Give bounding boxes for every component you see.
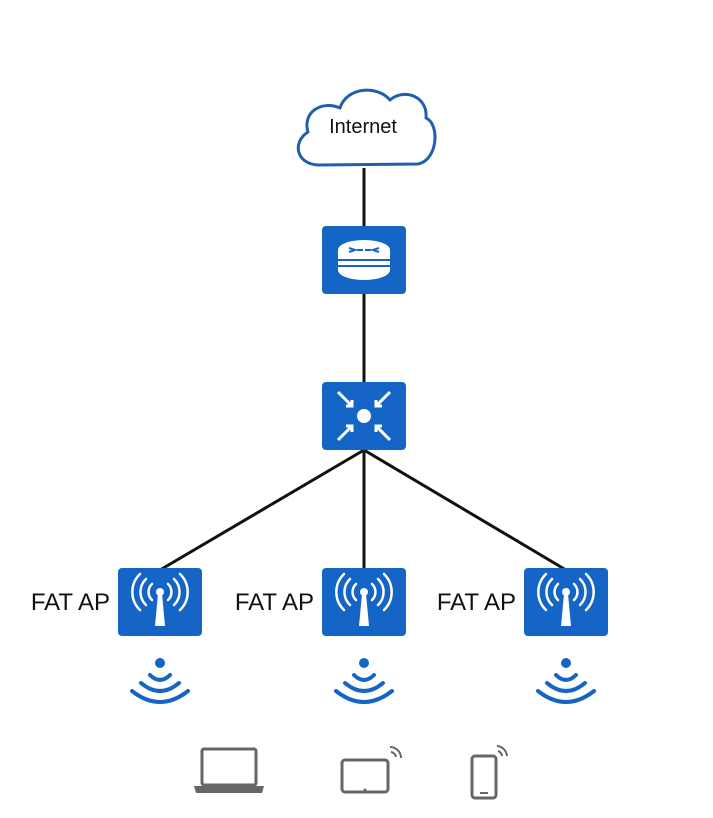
access-point-icon	[537, 572, 595, 626]
switch-icon	[336, 390, 392, 442]
access-point-3: FAT AP	[437, 568, 608, 636]
smartphone-icon	[470, 745, 508, 800]
ap-label: FAT AP	[437, 589, 516, 616]
tablet-icon	[340, 746, 402, 794]
cloud-icon	[296, 88, 437, 167]
router-device	[322, 226, 406, 294]
internet-cloud: Internet	[296, 88, 437, 167]
access-point-icon	[335, 572, 393, 626]
wifi-signal-icon	[130, 658, 190, 704]
access-point-icon	[131, 572, 189, 626]
access-point-2: FAT AP	[235, 568, 406, 636]
ap-label: FAT AP	[31, 589, 110, 616]
switch-device	[322, 382, 406, 450]
wifi-signal-icon	[334, 658, 394, 704]
router-icon	[338, 240, 390, 280]
wifi-signal-icon	[536, 658, 596, 704]
access-point-1: FAT AP	[31, 568, 202, 636]
ap-label: FAT AP	[235, 589, 314, 616]
laptop-icon	[194, 747, 264, 793]
internet-label: Internet	[329, 116, 397, 138]
links	[159, 168, 567, 572]
link-switch-ap-1	[159, 448, 365, 572]
link-switch-ap-3	[363, 448, 567, 572]
